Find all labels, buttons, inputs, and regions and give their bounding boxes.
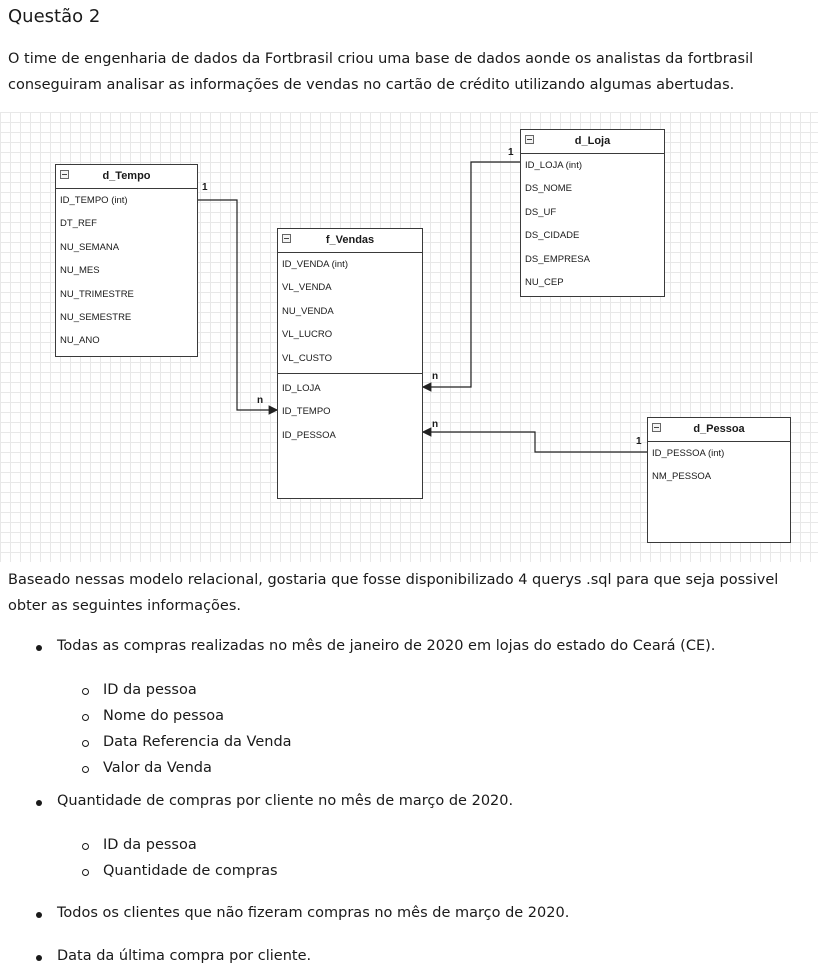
entity-field: VL_VENDA [282, 282, 332, 294]
entity-field: NU_MES [60, 265, 100, 277]
entity-field: NU_VENDA [282, 305, 334, 317]
requirement-item: Quantidade de compras por cliente no mês… [35, 793, 514, 809]
entity-field: DS_CIDADE [525, 230, 580, 242]
entity-d-pessoa[interactable]: d_Pessoa ID_PESSOA (int) NM_PESSOA [647, 417, 791, 543]
relation-line-loja-vendas [421, 161, 520, 392]
collapse-icon[interactable] [60, 170, 69, 179]
entity-field: DT_REF [60, 218, 97, 230]
entity-field: VL_LUCRO [282, 329, 333, 341]
entity-field: VL_CUSTO [282, 352, 332, 364]
entity-d-tempo[interactable]: d_Tempo ID_TEMPO (int) DT_REF NU_SEMANA … [55, 164, 198, 357]
cardinality-label: n [432, 419, 439, 430]
entity-field: ID_PESSOA [282, 429, 336, 441]
requirement-subitem: Valor da Venda [82, 760, 212, 776]
question-title: Questão 2 [8, 6, 101, 27]
collapse-icon[interactable] [282, 234, 291, 243]
entity-field: NM_PESSOA [652, 471, 712, 483]
entity-header: f_Vendas [278, 229, 422, 253]
requirement-item: Data da última compra por cliente. [35, 948, 312, 964]
entity-name: f_Vendas [325, 234, 375, 246]
entity-name: d_Tempo [102, 170, 151, 182]
entity-field: ID_TEMPO (int) [60, 195, 128, 206]
entity-field: NU_SEMESTRE [60, 311, 132, 323]
entity-header: d_Tempo [56, 165, 197, 189]
instructions-paragraph: Baseado nessas modelo relacional, gostar… [8, 572, 779, 614]
collapse-icon[interactable] [652, 423, 661, 432]
entity-field: ID_LOJA [282, 382, 321, 394]
entity-field: DS_NOME [525, 183, 572, 195]
entity-header: d_Pessoa [648, 418, 790, 442]
entity-field: NU_SEMANA [60, 241, 120, 253]
cardinality-label: n [257, 395, 264, 406]
requirement-subitem: ID da pessoa [82, 837, 197, 853]
entity-field: NU_CEP [525, 276, 564, 288]
requirement-subitem: Data Referencia da Venda [82, 734, 292, 750]
requirement-subitem: Quantidade de compras [82, 863, 278, 879]
relation-line-pessoa-vendas [421, 427, 647, 453]
cardinality-label: 1 [508, 147, 514, 158]
entity-field: ID_TEMPO [282, 406, 331, 418]
requirement-subitem: Nome do pessoa [81, 708, 225, 724]
entity-d-loja[interactable]: d_Loja ID_LOJA (int) DS_NOME DS_UF DS_CI… [520, 129, 665, 297]
section-divider [278, 372, 422, 374]
entity-field: NU_ANO [60, 335, 100, 347]
entity-field: ID_VENDA (int) [282, 259, 348, 270]
collapse-icon[interactable] [525, 135, 534, 144]
relation-line-tempo-vendas [197, 199, 279, 415]
entity-field: DS_UF [525, 206, 557, 218]
entity-field: ID_LOJA (int) [525, 160, 583, 171]
requirement-subitem: ID da pessoa [82, 682, 197, 698]
relationship-lines [197, 161, 647, 453]
entity-field: ID_PESSOA (int) [652, 448, 725, 459]
entity-field: NU_TRIMESTRE [60, 288, 134, 300]
cardinality-label: n [432, 371, 439, 382]
er-diagram: d_Tempo ID_TEMPO (int) DT_REF NU_SEMANA … [0, 112, 818, 562]
cardinality-label: 1 [636, 436, 642, 447]
requirement-item: Todos os clientes que não fizeram compra… [35, 905, 570, 921]
entity-header: d_Loja [521, 130, 664, 154]
entity-name: d_Pessoa [693, 423, 745, 435]
intro-text: O time de engenharia de dados da Fortbra… [8, 51, 754, 93]
entity-f-vendas[interactable]: f_Vendas ID_VENDA (int) VL_VENDA NU_VEND… [277, 228, 423, 499]
requirement-item: Todas as compras realizadas no mês de ja… [35, 638, 716, 654]
entity-name: d_Loja [574, 135, 611, 147]
entity-field: DS_EMPRESA [525, 253, 590, 265]
cardinality-label: 1 [202, 182, 208, 193]
